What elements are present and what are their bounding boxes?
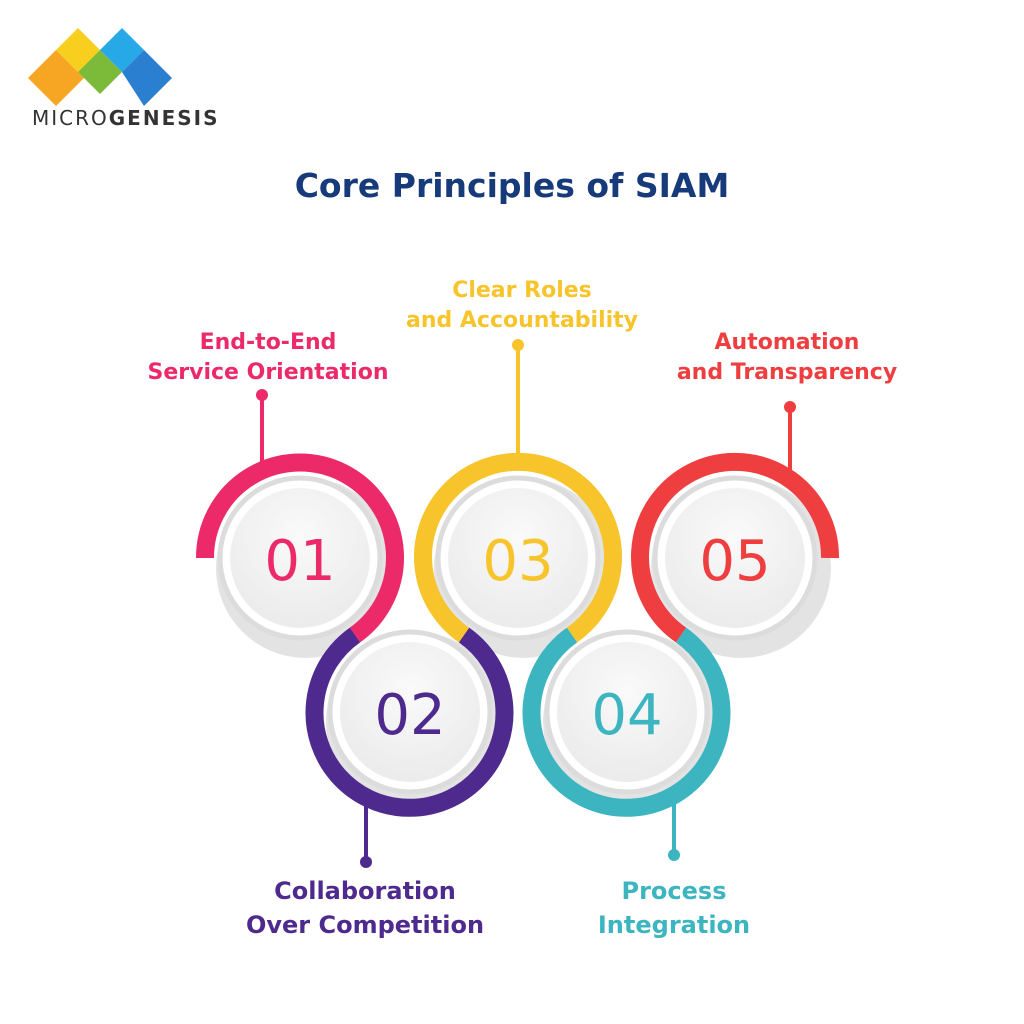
pins <box>256 339 796 868</box>
step-label-04-line2: Integration <box>597 911 751 939</box>
logo-text-light: MICRO <box>32 106 109 130</box>
page-title: Core Principles of SIAM <box>294 166 730 205</box>
step-label-01-line2: Service Orientation <box>147 360 389 385</box>
logo-mark-icon <box>28 28 172 106</box>
step-label-03: Clear Roles and Accountability <box>362 276 682 336</box>
step-number-02: 02 <box>374 683 445 748</box>
step-label-02-line1: Collaboration <box>274 877 456 905</box>
microgenesis-logo <box>28 28 178 138</box>
step-label-05: Automation and Transparency <box>627 328 947 388</box>
arc-05 <box>631 452 840 643</box>
step-number-03: 03 <box>482 529 553 594</box>
step-label-03-line1: Clear Roles <box>452 278 592 303</box>
step-label-02-line2: Over Competition <box>245 911 485 939</box>
pin-dot-04 <box>668 849 680 861</box>
circle-face-05 <box>665 488 805 628</box>
step-label-05-line1: Automation <box>714 330 860 355</box>
circle-face-02 <box>340 642 480 782</box>
step-label-05-line2: and Transparency <box>676 360 898 385</box>
step-number-01: 01 <box>264 529 335 594</box>
arc-01 <box>195 453 404 643</box>
circle-face-01 <box>230 488 370 628</box>
circle-face-03 <box>448 488 588 628</box>
step-label-04-line1: Process <box>621 877 727 905</box>
pin-dot-02 <box>360 856 372 868</box>
arc-02 <box>305 627 514 817</box>
pin-dot-05 <box>784 401 796 413</box>
circles <box>216 475 831 812</box>
arc-04 <box>522 627 731 817</box>
step-number-04: 04 <box>591 683 662 748</box>
step-label-01-line1: End-to-End <box>199 330 337 355</box>
step-number-05: 05 <box>699 529 770 594</box>
pin-dot-01 <box>256 389 268 401</box>
circle-face-04 <box>557 642 697 782</box>
step-label-03-line2: and Accountability <box>405 308 639 333</box>
pin-dot-03 <box>512 339 524 351</box>
logo-wordmark: MICROGENESIS <box>32 106 220 130</box>
logo-text-bold: GENESIS <box>108 106 220 130</box>
